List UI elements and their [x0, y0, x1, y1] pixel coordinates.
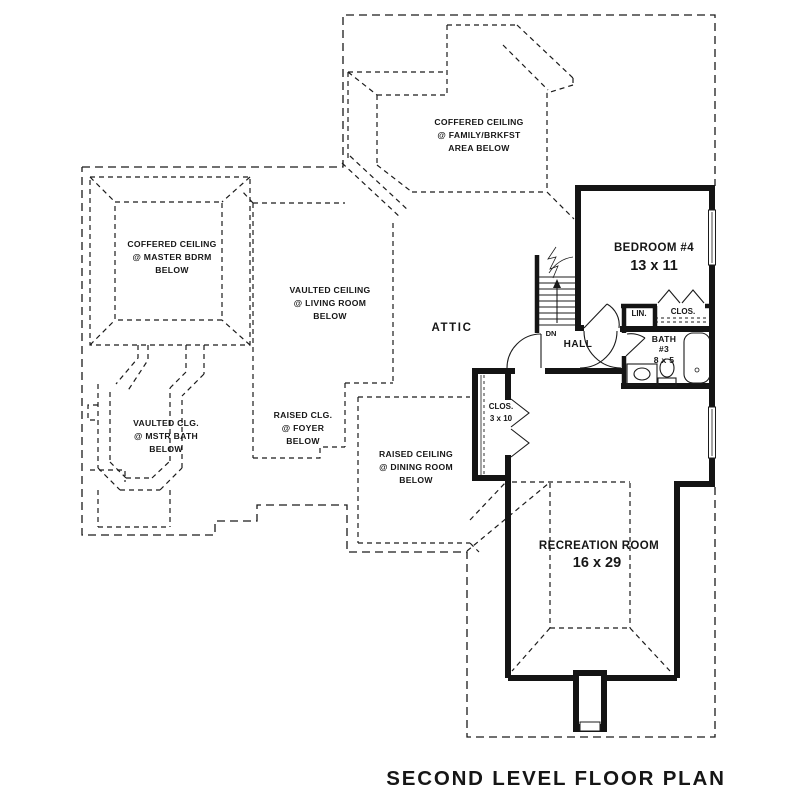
toilet-tank-symbol: [657, 377, 677, 387]
recreation-dims: 16 x 29: [573, 555, 621, 571]
living-note-line3: BELOW: [313, 311, 347, 321]
family-brkfst-tray-outline: [347, 24, 575, 220]
recreation-label: RECREATION ROOM: [539, 540, 659, 552]
living-note-line1: VAULTED CEILING: [289, 285, 370, 295]
bath3-label-line2: #3: [659, 344, 669, 354]
foyer-note-line2: @ FOYER: [282, 423, 325, 433]
hall-closet-dims: 3 x 10: [490, 414, 513, 423]
master-note-line3: BELOW: [155, 265, 189, 275]
stairs-arrow-icon: [553, 279, 561, 288]
living-note-line2: @ LIVING ROOM: [294, 298, 366, 308]
foyer-note-line1: RAISED CLG.: [274, 410, 333, 420]
window-symbol-bedroom: [708, 209, 716, 266]
dining-note-line1: RAISED CEILING: [379, 449, 453, 459]
foyer-outline: [253, 446, 345, 459]
walls: [472, 185, 715, 681]
fireplace-chimney-symbol: [573, 670, 607, 732]
mstr-bath-note-line2: @ MSTR BATH: [134, 431, 198, 441]
sink-counter-symbol: [626, 363, 658, 386]
master-note-line2: @ MASTER BDRM: [132, 252, 211, 262]
bath3-dims: 8 x 5: [654, 355, 675, 365]
stairs-dn-label: DN: [546, 329, 557, 338]
dining-note-line3: BELOW: [399, 475, 433, 485]
master-note-line1: COFFERED CEILING: [127, 239, 216, 249]
family-note-line3: AREA BELOW: [448, 143, 510, 153]
hall-closet-label: CLOS.: [489, 402, 513, 411]
recreation-kneewall-dashed: [466, 481, 671, 672]
foyer-note-line3: BELOW: [286, 436, 320, 446]
living-room-tray-outline: [241, 155, 410, 458]
window-symbol-recreation: [708, 406, 716, 459]
door-swings: [506, 289, 705, 458]
closet-shelf-rod-symbols: [480, 317, 710, 475]
master-bdrm-tray-outline: [89, 176, 251, 346]
master-bath-tray-outline: [87, 345, 205, 528]
mstr-bath-note-line1: VAULTED CLG.: [133, 418, 199, 428]
bath-fixtures: [626, 332, 711, 387]
hall-label: HALL: [564, 339, 593, 350]
linen-label: LIN.: [631, 309, 646, 318]
bath3-label-line1: BATH: [652, 334, 676, 344]
family-note-line2: @ FAMILY/BRKFST: [437, 130, 521, 140]
bedroom4-dims: 13 x 11: [630, 258, 678, 274]
sink-symbol: [633, 367, 651, 381]
outer-boundary-dashed: [81, 14, 716, 738]
family-note-line1: COFFERED CEILING: [434, 117, 523, 127]
labels: COFFERED CEILING @ FAMILY/BRKFST AREA BE…: [127, 117, 695, 571]
stairs-symbol: [539, 246, 575, 326]
bedroom4-label: BEDROOM #4: [614, 242, 694, 254]
attic-label: ATTIC: [431, 322, 472, 334]
mstr-bath-note-line3: BELOW: [149, 444, 183, 454]
page-title: SECOND LEVEL FLOOR PLAN: [386, 767, 725, 790]
bedroom-closet-label: CLOS.: [671, 307, 695, 316]
toilet-symbol: [659, 358, 675, 378]
tub-drain-icon: [694, 367, 700, 373]
bathtub-symbol: [683, 332, 711, 384]
dining-note-line2: @ DINING ROOM: [379, 462, 453, 472]
dining-room-outline: [357, 396, 480, 553]
